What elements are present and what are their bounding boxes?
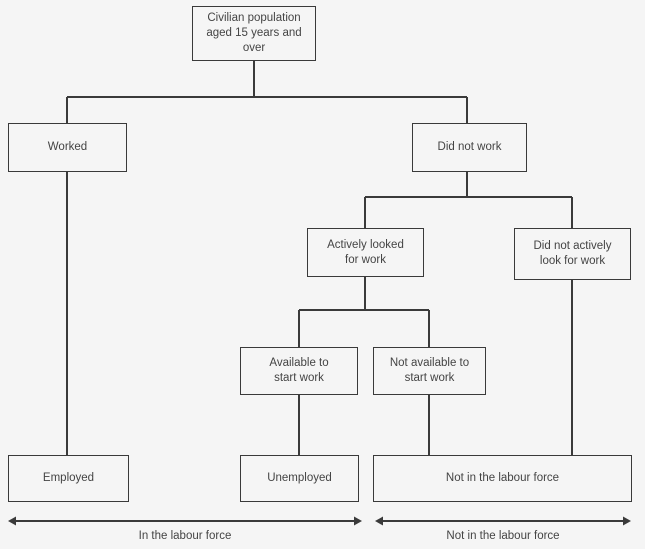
bracket-label-not-in-the-labour-force: Not in the labour force — [446, 530, 560, 542]
bracket-arrow-left-not-in-the-labour-force — [375, 516, 383, 526]
bracket-arrow-left-in-the-labour-force — [8, 516, 16, 526]
bracket-arrow-right-not-in-the-labour-force — [623, 516, 631, 526]
node-unemployed: Unemployed — [240, 455, 359, 502]
node-actively-looked-for-work: Actively looked for work — [307, 228, 424, 277]
node-label: Did not work — [437, 141, 502, 153]
node-label: Employed — [42, 472, 95, 484]
node-label: Did not actively look for work — [533, 240, 612, 267]
node-label: Not available to start work — [389, 357, 470, 384]
node-label: Civilian population aged 15 years and ov… — [206, 12, 302, 54]
bracket-arrow-right-in-the-labour-force — [354, 516, 362, 526]
node-label: Available to start work — [269, 357, 329, 384]
node-not-available-to-start-work: Not available to start work — [373, 347, 486, 395]
node-label: Unemployed — [267, 472, 332, 484]
node-label: Actively looked for work — [327, 238, 404, 266]
node-not-in-the-labour-force: Not in the labour force — [373, 455, 632, 502]
node-label: Not in the labour force — [445, 472, 560, 484]
node-employed: Employed — [8, 455, 129, 502]
node-worked: Worked — [8, 123, 127, 172]
node-available-to-start-work: Available to start work — [240, 347, 358, 395]
bracket-label-in-the-labour-force: In the labour force — [138, 530, 232, 542]
node-did-not-actively-look-for-work: Did not actively look for work — [514, 228, 631, 280]
node-label: Worked — [47, 141, 88, 153]
node-civilian-population: Civilian population aged 15 years and ov… — [192, 6, 316, 61]
node-did-not-work: Did not work — [412, 123, 527, 172]
